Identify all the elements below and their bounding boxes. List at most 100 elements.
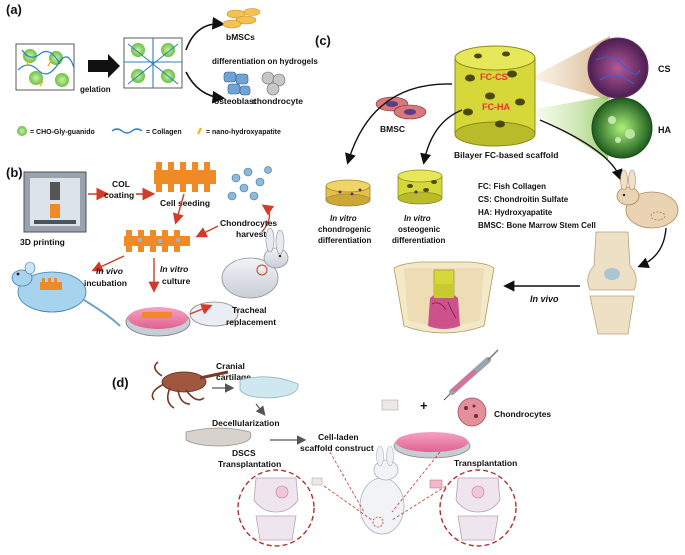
chondrocytes-label-2: harvest [236, 229, 266, 239]
osteoblast-label: osteoblast [214, 96, 257, 106]
chondrocytes-d-label: Chondrocytes [494, 409, 551, 419]
chondrocyte-label: chondrocyte [252, 96, 303, 106]
cs-label: CS [658, 64, 671, 74]
panel-c-label: (c) [315, 33, 331, 48]
scaffold-piece [381, 399, 399, 411]
arrow-to-rabbit [189, 303, 213, 315]
chondro-disc [325, 179, 371, 207]
curve-arrow-to-cells [185, 71, 226, 104]
scaffold-comb-mid [124, 230, 190, 252]
left-scaffold-piece [311, 477, 323, 486]
legend-cho-swatch [17, 126, 27, 136]
decell-label: Decellularization [212, 418, 280, 428]
rabbit-c-illustration [616, 169, 679, 229]
arrow-cells-to-scaffold [195, 225, 219, 238]
arrow-harvest [261, 204, 275, 233]
in-vivo-c-label: In vivo [530, 294, 559, 304]
cranial-cartilage [239, 376, 299, 399]
knee-joint [587, 231, 637, 335]
gelation-arrow [88, 54, 120, 78]
petri-dish [125, 301, 239, 337]
differentiation-label: differentiation on hydrogels [212, 57, 318, 66]
nha-rod [25, 60, 52, 87]
cho-particle [23, 49, 37, 63]
legend-nha-swatch [197, 127, 202, 135]
plus-sign: + [420, 398, 428, 413]
right-scaffold-piece [429, 479, 443, 489]
transplant-right-label: Transplantation [454, 458, 517, 468]
arrow-to-chondro [345, 83, 453, 165]
collagen-fiber [17, 56, 75, 75]
dscs-scaffold [185, 427, 252, 447]
cho-particle [55, 73, 69, 87]
cell-seeding-label: Cell seeding [160, 198, 210, 208]
col-coating-label-1: COL [112, 179, 130, 189]
legend-collagen-text: = Collagen [146, 129, 182, 136]
bmsc-cells [375, 96, 427, 120]
panel-d: (d) Cranial cartilage Decellularization … [112, 349, 551, 547]
osteo-label-1: In vitro [404, 214, 431, 223]
panel-d-label: (d) [112, 375, 129, 390]
arrow-to-osteo [420, 109, 463, 165]
printing-label: 3D printing [20, 237, 65, 247]
def-fc: FC: Fish Collagen [478, 182, 546, 191]
def-cs: CS: Chondroitin Sulfate [478, 195, 569, 204]
cho-particle [161, 43, 175, 57]
right-tibia [457, 515, 499, 541]
left-femur [253, 477, 299, 513]
cs-fibers [595, 56, 641, 85]
osteoblast-cells [223, 71, 251, 96]
def-bmsc: BMSC: Bone Marrow Stem Cell [478, 221, 596, 230]
syringe-icon [443, 349, 499, 401]
def-ha: HA: Hydroxyapatite [478, 208, 553, 217]
legend-nha-text: = nano-hydroxyapatite [206, 129, 281, 136]
chondro-label-3: differentiation [318, 236, 371, 245]
implant-cup [393, 261, 495, 334]
ha-zoom-circle [591, 97, 653, 159]
collagen-network [124, 38, 182, 88]
squid-illustration [151, 361, 229, 409]
rabbit-illustration [221, 227, 289, 299]
arrow-to-rabbit-c [539, 119, 623, 181]
culture-dish [393, 432, 471, 459]
chondrocytes-label-1: Chondrocytes [220, 218, 277, 228]
cell-laden-label-2: scaffold construct [300, 443, 374, 453]
bmscs-cells [222, 8, 261, 29]
panel-b: (b) 3D printing COL coating Cell seeding [6, 162, 289, 337]
left-tibia [255, 515, 297, 541]
panel-b-label: (b) [6, 165, 23, 180]
arrow-seed-down [172, 193, 185, 225]
cell-laden-label-1: Cell-laden [318, 432, 359, 442]
legend-cho-text: = CHO-Gly-guanido [30, 129, 95, 136]
osteo-disc [397, 169, 443, 205]
chondrocyte-cluster [227, 166, 272, 201]
arrow-rabbit-to-knee [637, 227, 667, 268]
right-defect [471, 485, 485, 499]
in-vivo-label-1: In vivo [96, 266, 123, 276]
center-rabbit [359, 445, 405, 535]
zoom-cone-ha [530, 96, 608, 160]
cho-particle [131, 43, 145, 57]
bilayer-scaffold [454, 45, 536, 147]
col-coating-label-2: coating [104, 190, 134, 200]
arrow-to-mouse [91, 255, 125, 272]
mouse-illustration [11, 261, 121, 327]
in-vitro-label-2: culture [162, 276, 191, 286]
left-defect [275, 485, 289, 499]
scaffold-label: Bilayer FC-based scaffold [454, 150, 558, 160]
transplant-left-label: Transplantation [218, 459, 281, 469]
osteo-label-2: osteogenic [398, 225, 441, 234]
printer-icon [23, 171, 87, 233]
tracheal-label-2: replacement [226, 317, 276, 327]
gelation-label: gelation [80, 85, 111, 94]
chondrocyte-cells [261, 71, 286, 96]
cranial-label-2: cartilage [216, 372, 251, 382]
fc-ha-label: FC-HA [482, 102, 510, 112]
bmscs-label: bMSCs [226, 32, 255, 42]
cs-zoom-circle [587, 37, 649, 99]
collagen-fiber [21, 49, 61, 65]
cranial-label-1: Cranial [216, 361, 245, 371]
tracheal-label-1: Tracheal [232, 305, 267, 315]
dscs-label: DSCS [232, 448, 256, 458]
